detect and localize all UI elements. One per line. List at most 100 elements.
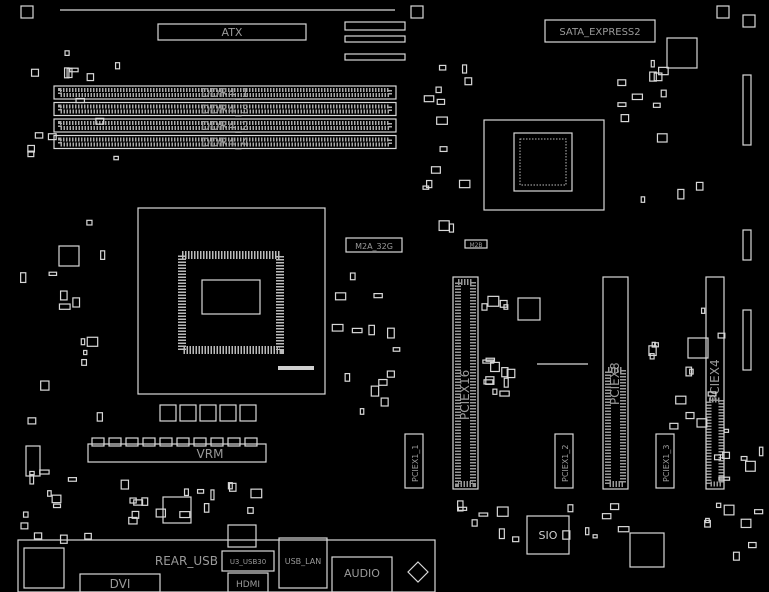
- smd-component: [713, 454, 722, 461]
- smd-component: [27, 417, 37, 425]
- chip: [58, 245, 80, 267]
- smd-component: [567, 504, 574, 513]
- smd-component: [370, 385, 380, 397]
- smd-component: [654, 342, 659, 348]
- smd-component: [47, 133, 57, 141]
- smd-component: [373, 293, 383, 299]
- pcie-x1-3-label: PCIEX1_3: [662, 445, 671, 482]
- mounting-hole: [716, 5, 730, 19]
- smd-component: [430, 166, 441, 174]
- smd-component: [131, 510, 140, 519]
- m2a-connector[interactable]: M2A_32G: [345, 237, 403, 253]
- smd-component: [562, 530, 571, 540]
- smd-component: [196, 488, 205, 494]
- smd-component: [745, 460, 756, 472]
- m2b-connector[interactable]: M2B: [464, 239, 488, 249]
- ps2-port[interactable]: [23, 547, 65, 589]
- pcie-x1-slot-3[interactable]: PCIEX1_3: [655, 433, 675, 489]
- pcie-x1-slot-2[interactable]: PCIEX1_2: [554, 433, 574, 489]
- dimm-slot-1[interactable]: DDR4_1: [53, 85, 397, 100]
- usb-lan-label: USB_LAN: [285, 557, 322, 566]
- smd-component: [52, 503, 62, 509]
- smd-component: [368, 324, 375, 336]
- atx-connector[interactable]: ATX: [157, 23, 307, 41]
- smd-component: [695, 181, 704, 191]
- smd-component: [438, 64, 447, 71]
- inductor: [239, 404, 257, 422]
- smd-component: [29, 474, 35, 485]
- smd-component: [501, 367, 509, 378]
- smd-component: [704, 519, 711, 528]
- smd-component: [498, 528, 505, 540]
- pcie-slot-x16[interactable]: PCIEX16: [452, 276, 479, 490]
- mosfet: [176, 437, 190, 447]
- vrm-area[interactable]: VRM: [87, 443, 267, 463]
- smd-component: [649, 353, 655, 360]
- smd-component: [496, 506, 509, 517]
- smd-component: [80, 338, 86, 346]
- smd-component: [48, 271, 58, 276]
- sata-express-connector[interactable]: SATA_EXPRESS2: [544, 19, 656, 43]
- smd-component: [723, 428, 730, 433]
- smd-component: [715, 502, 722, 509]
- smd-component: [648, 345, 657, 357]
- mosfet: [108, 437, 122, 447]
- smd-component: [83, 349, 88, 356]
- smd-component: [96, 412, 104, 422]
- header: [344, 53, 406, 61]
- header: [344, 21, 406, 31]
- smd-component: [740, 455, 748, 461]
- mosfet: [227, 437, 241, 447]
- smd-component: [617, 102, 627, 108]
- cpu-socket[interactable]: [137, 207, 326, 395]
- smd-component: [86, 73, 95, 82]
- smd-component: [758, 446, 764, 457]
- inductor: [199, 404, 217, 422]
- audio-port[interactable]: AUDIO: [331, 556, 393, 592]
- mosfet: [142, 437, 156, 447]
- smd-component: [723, 504, 735, 516]
- pcie-x1-slot-1[interactable]: PCIEX1_1: [404, 433, 424, 489]
- smd-component: [378, 378, 388, 386]
- sio-label: SIO: [539, 529, 558, 542]
- dimm-slot-2[interactable]: DDR4_3: [53, 101, 397, 117]
- smd-component: [487, 295, 500, 307]
- dvi-port[interactable]: DVI: [79, 573, 161, 592]
- mosfet: [125, 437, 139, 447]
- smd-component: [210, 489, 215, 501]
- smd-component: [120, 479, 130, 490]
- diamond-marker: [407, 561, 429, 583]
- smd-component: [64, 50, 70, 56]
- smd-component: [84, 532, 92, 540]
- smd-component: [380, 397, 389, 407]
- smd-component: [34, 132, 44, 139]
- dvi-label: DVI: [110, 577, 131, 591]
- usb30-port[interactable]: U3_USB30: [221, 550, 275, 572]
- smd-component: [27, 144, 36, 153]
- smd-component: [183, 488, 189, 497]
- mosfet: [210, 437, 224, 447]
- smd-component: [359, 408, 365, 415]
- smd-component: [492, 388, 498, 395]
- usb-lan-port[interactable]: USB_LAN: [278, 537, 328, 589]
- smd-component: [439, 146, 448, 153]
- hdmi-port[interactable]: HDMI: [227, 572, 269, 592]
- sio-chip[interactable]: SIO: [526, 515, 570, 555]
- smd-component: [658, 66, 669, 76]
- pcie-slot-x4[interactable]: PCIEX4: [705, 276, 725, 490]
- smd-component: [86, 336, 99, 347]
- smd-component: [72, 297, 81, 308]
- sata-express-label: SATA_EXPRESS2: [559, 27, 640, 38]
- smd-component: [506, 368, 516, 379]
- dimm-slot-4[interactable]: DDR4_4: [53, 134, 397, 150]
- smd-component: [753, 509, 764, 515]
- pcie-slot-x8[interactable]: PCIEX8: [602, 276, 629, 490]
- pch-chip[interactable]: [483, 119, 605, 211]
- smd-component: [47, 490, 52, 497]
- smd-component: [129, 497, 137, 504]
- dimm-slot-3[interactable]: DDR4_2: [53, 118, 397, 133]
- smd-component: [457, 500, 464, 512]
- smd-component: [113, 155, 119, 161]
- smd-component: [617, 79, 627, 87]
